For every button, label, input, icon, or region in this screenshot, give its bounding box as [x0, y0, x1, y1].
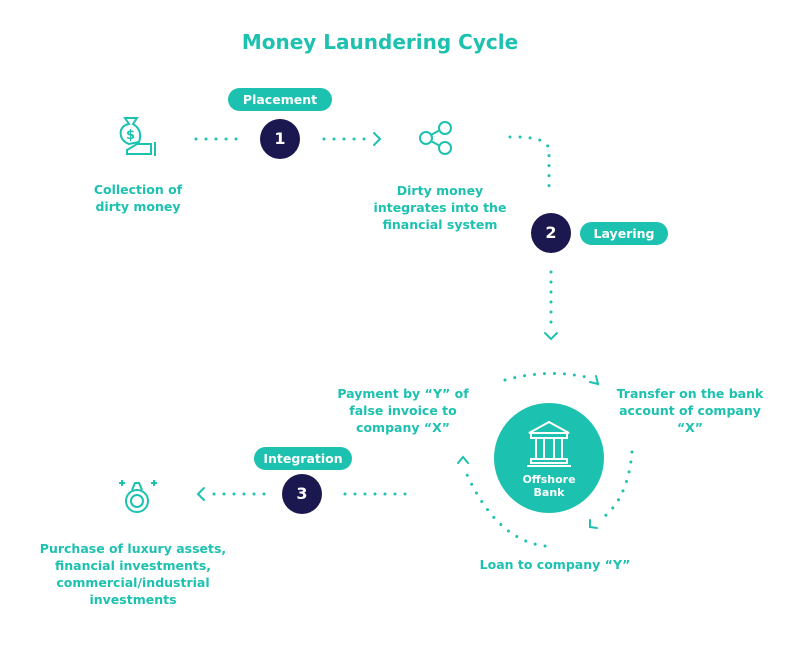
text-line: financial system	[382, 217, 498, 232]
arrow-chevrons	[196, 132, 600, 529]
text-line: Payment by “Y” of	[337, 386, 469, 401]
text-line: commercial/industrial	[56, 575, 210, 590]
loan-text: Loan to company “Y”	[479, 557, 631, 572]
text-line: dirty money	[95, 199, 181, 214]
diagram-title: Money Laundering Cycle	[241, 30, 519, 54]
transfer-text: Transfer on the bank account of company …	[605, 385, 775, 436]
purchase-text: Purchase of luxury assets, financial inv…	[28, 540, 238, 608]
payment-text: Payment by “Y” of false invoice to compa…	[323, 385, 483, 436]
step-3-number: 3	[282, 474, 322, 514]
text-line: Dirty money	[396, 183, 484, 198]
money-bag-hand-icon: $	[119, 117, 156, 156]
diamond-ring-icon	[119, 480, 157, 513]
bank-label: Offshore Bank	[494, 473, 604, 499]
collection-text: Collection of dirty money	[58, 181, 218, 215]
text-line: account of company	[619, 403, 761, 418]
text-line: financial investments,	[54, 558, 212, 573]
step-2-number: 2	[531, 213, 571, 253]
step-placement-badge: Placement	[228, 88, 332, 111]
offshore-bank-circle: Offshore Bank	[494, 403, 604, 513]
step-1-number: 1	[260, 119, 300, 159]
text-line: Transfer on the bank	[616, 386, 764, 401]
bank-building-icon	[527, 420, 571, 467]
step-layering-badge: Layering	[580, 222, 668, 245]
text-line: integrates into the	[373, 200, 507, 215]
text-line: false invoice to	[349, 403, 457, 418]
text-line: company “X”	[356, 420, 450, 435]
text-line: Collection of	[93, 182, 183, 197]
dotted-connectors	[194, 135, 634, 548]
share-network-icon	[419, 121, 452, 155]
svg-text:$: $	[126, 128, 135, 143]
integrates-text: Dirty money integrates into the financia…	[360, 182, 520, 233]
text-line: investments	[89, 592, 177, 607]
step-integration-badge: Integration	[254, 447, 352, 470]
text-line: “X”	[676, 420, 704, 435]
bank-label-line: Bank	[533, 486, 565, 499]
text-line: Purchase of luxury assets,	[39, 541, 227, 556]
bank-label-line: Offshore	[522, 473, 576, 486]
